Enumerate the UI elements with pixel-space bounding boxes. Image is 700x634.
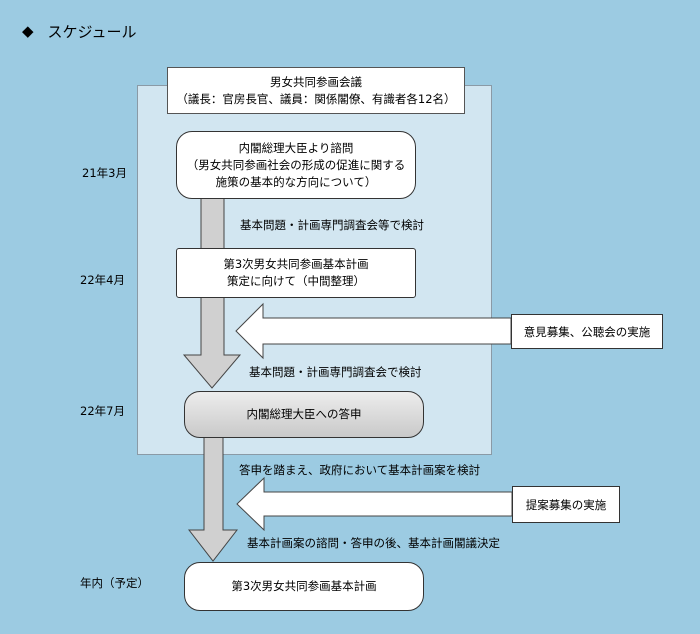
step-final-plan-line: 第3次男女共同参画基本計画 xyxy=(231,579,377,593)
down-arrow-2 xyxy=(187,435,239,562)
date-label: 22年4月 xyxy=(80,273,125,287)
process-note: 基本問題・計画専門調査会等で検討 xyxy=(240,218,424,232)
council-members: （議長：官房長官、議員：関係閣僚、有識者各12名） xyxy=(176,91,456,106)
council-name: 男女共同参画会議 xyxy=(270,74,362,89)
date-label: 年内（予定） xyxy=(80,576,149,590)
diamond-bullet-icon: ◆ xyxy=(22,22,34,40)
council-box: 男女共同参画会議 （議長：官房長官、議員：関係閣僚、有識者各12名） xyxy=(167,67,465,114)
left-arrow-1 xyxy=(235,302,512,360)
process-note: 基本問題・計画専門調査会で検討 xyxy=(249,365,422,379)
step-consultation-line: （男女共同参画社会の形成の促進に関する xyxy=(186,157,406,172)
step-consultation-line: 施策の基本的な方向について） xyxy=(215,174,377,189)
section-title: ◆ スケジュール xyxy=(22,20,137,42)
step-consultation-line: 内閣総理大臣より諮問 xyxy=(238,140,354,155)
process-note: 基本計画案の諮問・答申の後、基本計画閣議決定 xyxy=(247,536,500,550)
step-report-line: 内閣総理大臣への答申 xyxy=(246,407,362,421)
step-interim: 第3次男女共同参画基本計画 策定に向けて（中間整理） xyxy=(176,248,416,298)
process-note: 答申を踏まえ、政府において基本計画案を検討 xyxy=(239,463,481,477)
section-title-text: スケジュール xyxy=(47,22,137,41)
step-interim-line: 策定に向けて（中間整理） xyxy=(227,274,365,288)
step-final-plan: 第3次男女共同参画基本計画 xyxy=(184,562,424,611)
date-label: 21年3月 xyxy=(82,166,127,180)
step-interim-line: 第3次男女共同参画基本計画 xyxy=(223,257,369,271)
step-consultation: 内閣総理大臣より諮問 （男女共同参画社会の形成の促進に関する 施策の基本的な方向… xyxy=(176,131,416,199)
input-proposal-call: 提案募集の実施 xyxy=(512,486,620,523)
step-report: 内閣総理大臣への答申 xyxy=(184,391,424,438)
left-arrow-2 xyxy=(236,476,513,532)
date-label: 22年7月 xyxy=(80,404,125,418)
input-public-comment: 意見募集、公聴会の実施 xyxy=(511,314,663,349)
